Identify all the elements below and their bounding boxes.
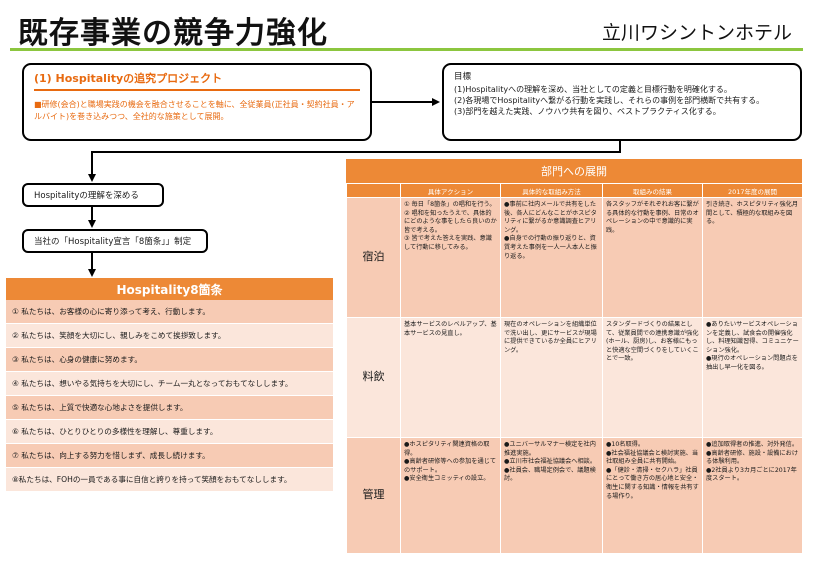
table-header-row: 具体アクション 具体的な取組み方法 取組みの結果 2017年度の展開 xyxy=(346,183,803,198)
table-cell: スタンダードづくりの結果として、従業員間での連携意識が強化(ホール、厨房)し、お… xyxy=(602,317,703,438)
table-cell: ●10名取得。●社会福祉協議会と検討実施、当社取組み全員に共有開始。●「健診・清… xyxy=(602,437,703,554)
step-declaration-box: 当社の「Hospitality宣言「8箇条」」制定 xyxy=(22,229,208,253)
department-header: 部門への展開 xyxy=(346,159,802,183)
table-cell: ●事前に社内メールで共有をした後、各人にどんなことがホスピタリティに繋がるか意識… xyxy=(500,197,603,318)
table-row: 料飲 基本サービスのレベルアップ、基本サービスの見直し。 現在のオペレーションを… xyxy=(346,317,803,438)
title-underline xyxy=(10,48,803,51)
column-header: 具体アクション xyxy=(400,183,501,198)
column-header xyxy=(346,183,401,198)
step-understand-box: Hospitalityの理解を深める xyxy=(22,183,164,207)
column-header: 取組みの結果 xyxy=(602,183,703,198)
department-name: 管理 xyxy=(346,437,401,554)
table-cell: ●ユニバーサルマナー検定を社内推進実施。●立川市社会福祉協議会へ相談。●社員会、… xyxy=(500,437,603,554)
list-item: ① 私たちは、お客様の心に寄り添って考え、行動します。 xyxy=(6,300,333,324)
goal-title: 目標 xyxy=(454,72,472,82)
column-header: 2017年度の展開 xyxy=(702,183,803,198)
goal-line: (2)各現場でHospitalityへ繋がる行動を実践し、それらの事例を部門横断… xyxy=(454,96,765,105)
list-item: ⑦ 私たちは、向上する努力を惜しまず、成長し続けます。 xyxy=(6,444,333,468)
table-cell: 引き続き、ホスピタリティ強化月間として、積極的な取組みを図る。 xyxy=(702,197,803,318)
hospitality8-list: ① 私たちは、お客様の心に寄り添って考え、行動します。 ② 私たちは、笑顔を大切… xyxy=(6,300,333,492)
company-name: 立川ワシントンホテル xyxy=(602,22,793,44)
table-cell: ●ありたいサービスオペレーションを定義し、試食会の開催強化し、料理知識習得、コミ… xyxy=(702,317,803,438)
table-cell: 現在のオペレーションを組織単位で洗い出し、更にサービスが現場に提供できているか全… xyxy=(500,317,603,438)
list-item: ④ 私たちは、想いやる気持ちを大切にし、チーム一丸となっておもてなしします。 xyxy=(6,372,333,396)
department-name: 料飲 xyxy=(346,317,401,438)
list-item: ⑤ 私たちは、上質で快適な心地よさを提供します。 xyxy=(6,396,333,420)
page-title: 既存事業の競争力強化 xyxy=(18,16,328,51)
table-row: 管理 ●ホスピタリティ関連資格の取得。●高齢者研修等への参加を通じてのサポート。… xyxy=(346,437,803,554)
goal-line: (3)部門を越えた実践、ノウハウ共有を図り、ベストプラクティス化する。 xyxy=(454,107,721,116)
table-cell: ●ホスピタリティ関連資格の取得。●高齢者研修等への参加を通じてのサポート。●安全… xyxy=(400,437,501,554)
list-item: ② 私たちは、笑顔を大切にし、親しみをこめて挨拶致します。 xyxy=(6,324,333,348)
hospitality8-header: Hospitality8箇条 xyxy=(6,278,333,300)
project-description: ■研修(会合)と職場実践の機会を融合させることを軸に、全従業員(正社員・契約社員… xyxy=(34,100,355,121)
column-header: 具体的な取組み方法 xyxy=(500,183,603,198)
project-box: (1) Hospitalityの追究プロジェクト ■研修(会合)と職場実践の機会… xyxy=(22,63,372,141)
table-cell: 各スタッフがそれぞれお客に繋がる具体的な行動を事例、日常のオペレーションの中で意… xyxy=(602,197,703,318)
goal-line: (1)Hospitalityへの理解を深め、当社としての定義と目標行動を明確化す… xyxy=(454,85,732,94)
table-cell: ① 毎日「8箇条」の唱和を行う。② 唱和を知ったうえで、具体的にどのような事をし… xyxy=(400,197,501,318)
list-item: ③ 私たちは、心身の健康に努めます。 xyxy=(6,348,333,372)
list-item: ⑥ 私たちは、ひとりひとりの多様性を理解し、尊重します。 xyxy=(6,420,333,444)
department-name: 宿泊 xyxy=(346,197,401,318)
list-item: ⑧私たちは、FOHの一員である事に自信と誇りを持って笑顔をおもてなしします。 xyxy=(6,468,333,492)
table-cell: ●追加取得者の推進、対外発信。●高齢者研修、施設・設備における体験利用。●2社員… xyxy=(702,437,803,554)
table-cell: 基本サービスのレベルアップ、基本サービスの見直し。 xyxy=(400,317,501,438)
project-title: (1) Hospitalityの追究プロジェクト xyxy=(34,70,360,91)
goal-box: 目標 (1)Hospitalityへの理解を深め、当社としての定義と目標行動を明… xyxy=(442,63,802,141)
department-table: 具体アクション 具体的な取組み方法 取組みの結果 2017年度の展開 宿泊 ① … xyxy=(346,183,803,554)
table-row: 宿泊 ① 毎日「8箇条」の唱和を行う。② 唱和を知ったうえで、具体的にどのような… xyxy=(346,197,803,318)
